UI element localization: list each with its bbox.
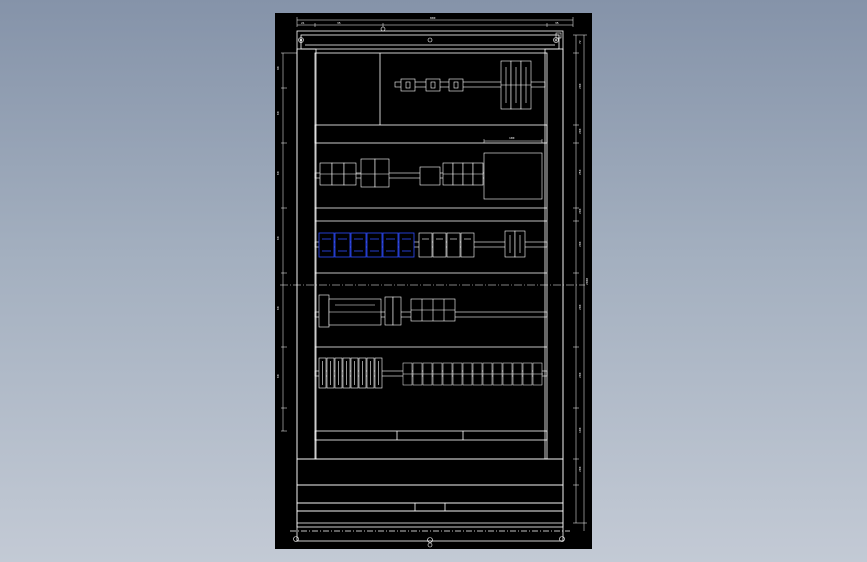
right-dim-label: 200 xyxy=(578,128,582,134)
sub-dimension xyxy=(483,139,543,143)
right-dim-label: 250 xyxy=(578,169,582,175)
relay-module-selected[interactable] xyxy=(318,232,335,258)
relay-row[interactable] xyxy=(318,230,526,258)
top-seg-2: 35 xyxy=(337,21,341,25)
overall-width-label: 800 xyxy=(430,16,436,20)
relay-module-selected[interactable] xyxy=(350,232,367,258)
relay-module[interactable] xyxy=(460,232,475,258)
left-dim-label: 60 xyxy=(276,236,280,240)
relay-module[interactable] xyxy=(446,232,461,258)
top-seg-3: 35 xyxy=(555,21,559,25)
right-dim-label: 200 xyxy=(578,304,582,310)
right-dim-label: 100 xyxy=(578,427,582,433)
mounting-holes xyxy=(293,26,565,548)
top-dimension xyxy=(296,17,574,27)
relay-module-selected[interactable] xyxy=(366,232,383,258)
left-dim-label: 90 xyxy=(276,66,280,70)
left-dim-label: 60 xyxy=(276,111,280,115)
right-dim-label: 72 xyxy=(578,40,582,44)
left-dimension-chain xyxy=(281,52,297,432)
top-breaker-row[interactable] xyxy=(400,60,532,110)
right-total-label: 2000 xyxy=(585,278,589,285)
relay-module-selected[interactable] xyxy=(398,232,415,258)
right-dim-label: 200 xyxy=(578,83,582,89)
left-dim-label: 60 xyxy=(276,306,280,310)
top-seg-1: 21 xyxy=(301,21,305,25)
relay-module[interactable] xyxy=(432,232,447,258)
relay-module-selected[interactable] xyxy=(382,232,399,258)
right-dim-label: 200 xyxy=(578,208,582,214)
left-dim-label: 60 xyxy=(276,374,280,378)
left-dim-label: 60 xyxy=(276,171,280,175)
relay-module[interactable] xyxy=(418,232,433,258)
contactor-row[interactable] xyxy=(319,152,543,200)
cabinet-frame xyxy=(290,30,570,542)
sub-dimension-label: 100 xyxy=(509,136,515,140)
right-dim-label: 200 xyxy=(578,372,582,378)
din-rails xyxy=(314,81,548,377)
plc-row[interactable] xyxy=(318,294,456,328)
right-dimension-chain xyxy=(573,34,587,531)
terminal-row[interactable] xyxy=(318,357,543,389)
drawing-sheet[interactable]: 800 21 35 35 xyxy=(275,13,592,549)
cabinet-layout-drawing[interactable]: 800 21 35 35 xyxy=(275,13,592,549)
right-dim-label: 200 xyxy=(578,466,582,472)
right-dim-label: 200 xyxy=(578,241,582,247)
relay-module-selected[interactable] xyxy=(334,232,351,258)
